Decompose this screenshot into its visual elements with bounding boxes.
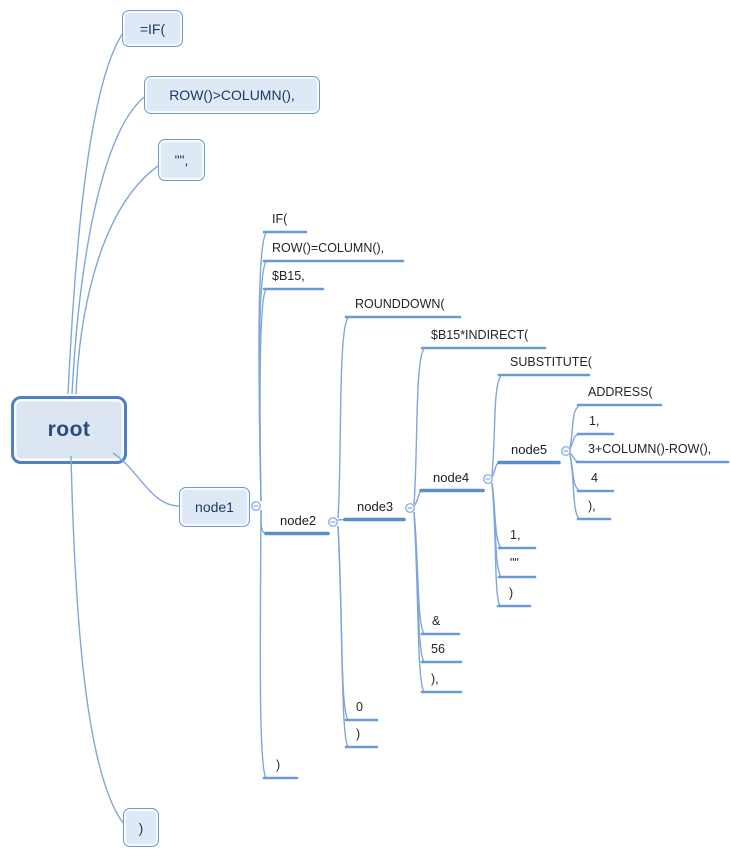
node-box-row-gt-column[interactable]: ROW()>COLUMN(),: [144, 76, 320, 114]
node-label: "",: [174, 152, 189, 168]
node-close-paren-1[interactable]: ): [276, 758, 281, 772]
node-label: node1: [195, 499, 234, 515]
leaf-underlines: [262, 230, 730, 780]
node-node2[interactable]: node2: [280, 513, 317, 528]
node2-connectors: [337, 317, 349, 748]
node-empty-quotes[interactable]: "": [510, 556, 519, 570]
node-node5[interactable]: node5: [511, 442, 548, 457]
node-label: =IF(: [139, 20, 166, 37]
node-close-paren-2[interactable]: ): [356, 727, 361, 741]
collapse-toggle-node3[interactable]: [405, 503, 415, 513]
node-b15-indirect[interactable]: $B15*INDIRECT(: [431, 328, 529, 342]
node-one-comma-1[interactable]: 1,: [510, 528, 521, 542]
node-three-plus-column-row[interactable]: 3+COLUMN()-ROW(),: [588, 442, 712, 456]
node-box-eq-if[interactable]: =IF(: [122, 10, 183, 47]
node-address[interactable]: ADDRESS(: [588, 385, 653, 399]
node3-connectors: [413, 348, 425, 693]
node-ampersand[interactable]: &: [432, 614, 441, 628]
node-close-paren-3[interactable]: ): [509, 586, 514, 600]
collapse-toggle-node2[interactable]: [328, 517, 338, 527]
node-close-paren-comma-2[interactable]: ),: [588, 499, 596, 513]
node-close-paren-comma-1[interactable]: ),: [431, 672, 439, 686]
collapse-toggle-node5[interactable]: [561, 446, 571, 456]
node-if-open[interactable]: IF(: [272, 212, 288, 226]
node-label: ROW()>COLUMN(),: [169, 87, 295, 103]
node-box-node1[interactable]: node1: [179, 487, 250, 527]
node-root[interactable]: root: [11, 396, 127, 464]
node-b15-comma[interactable]: $B15,: [272, 269, 305, 283]
root-label: root: [47, 418, 91, 441]
node-node3[interactable]: node3: [357, 499, 394, 514]
node-rounddown[interactable]: ROUNDDOWN(: [355, 297, 445, 311]
node5-connectors: [569, 404, 581, 520]
node-box-quote-comma[interactable]: "",: [158, 139, 205, 181]
collapse-toggle-node1[interactable]: [251, 501, 261, 511]
node-four[interactable]: 4: [591, 471, 598, 485]
node-one-comma-2[interactable]: 1,: [589, 414, 600, 428]
node-box-close-paren[interactable]: ): [123, 808, 159, 847]
collapse-toggle-node4[interactable]: [483, 474, 493, 484]
node-substitute[interactable]: SUBSTITUTE(: [510, 355, 592, 369]
node-row-eq-column[interactable]: ROW()=COLUMN(),: [272, 241, 385, 255]
node-label: ): [138, 819, 144, 836]
node-zero[interactable]: 0: [356, 700, 363, 714]
node-56[interactable]: 56: [431, 642, 445, 656]
node-node4[interactable]: node4: [433, 470, 470, 485]
node4-connectors: [491, 375, 502, 607]
